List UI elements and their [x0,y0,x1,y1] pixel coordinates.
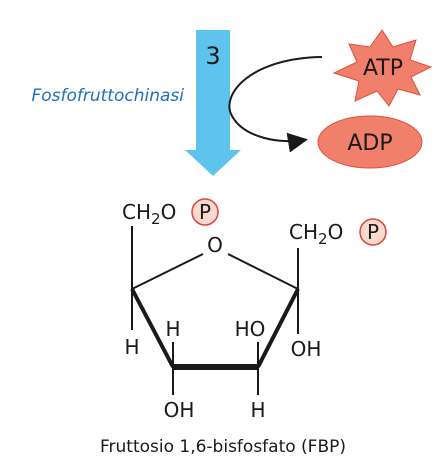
molecule-name: Fruttosio 1,6-bisfosfato (FBP) [100,437,346,457]
c4-oh-label: OH [164,398,195,422]
ring-oxygen: O [207,233,223,257]
reaction-arrow [185,30,241,176]
phosphate-label-right: P [367,220,379,244]
adp-label: ADP [347,131,392,156]
c2-oh-label: OH [291,337,322,361]
phosphate-label-left: P [199,200,211,224]
phosphate-circle-right [359,218,387,246]
c5-h-label: H [124,335,139,359]
c1-group: CH2O [289,220,343,248]
c4-h-label: H [165,317,180,341]
furanose-ring [130,253,300,370]
phosphate-circle-left [191,198,219,226]
c6-group: CH2O [122,200,176,228]
step-number: 3 [205,42,220,70]
c3-ho-label: HO [235,317,266,341]
cofactor-curve-arrow [228,56,323,153]
substituent-bonds [131,226,299,395]
c3-h-label: H [250,398,265,422]
atp-label: ATP [363,56,403,81]
enzyme-label: Fosfofruttochinasi [31,86,184,106]
adp-ellipse [317,115,423,169]
atp-starburst [332,29,433,107]
